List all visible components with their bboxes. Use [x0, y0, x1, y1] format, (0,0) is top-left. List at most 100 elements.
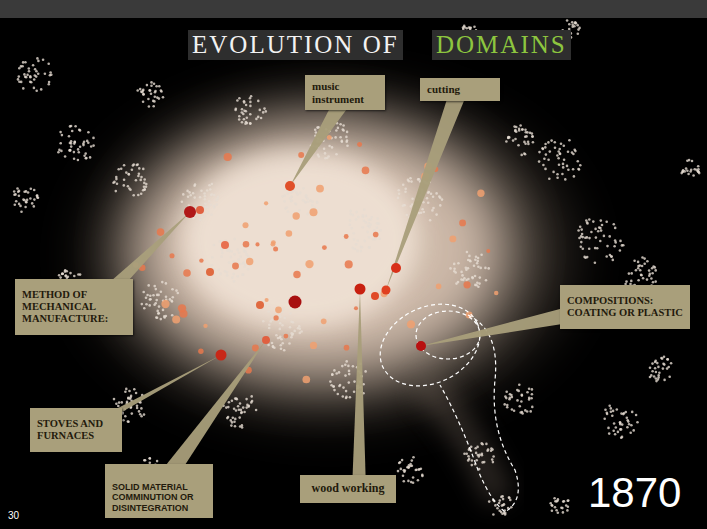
network-dot: [23, 73, 26, 76]
callout-text: wood working: [306, 482, 390, 496]
network-dot: [28, 67, 31, 70]
network-dot: [26, 199, 29, 202]
network-dot: [478, 282, 481, 285]
network-dot: [133, 163, 136, 166]
network-dot: [136, 164, 139, 167]
network-dot: [155, 299, 158, 302]
network-dot: [643, 257, 646, 260]
network-dot: [228, 250, 231, 253]
network-dot: [337, 393, 340, 396]
network-dot: [554, 506, 557, 509]
network-dot: [149, 298, 152, 301]
network-dot: [342, 129, 345, 132]
network-dot: [65, 274, 68, 277]
network-dot: [349, 213, 352, 216]
network-dot: [626, 417, 629, 420]
network-dot: [646, 260, 649, 263]
network-dot: [118, 401, 121, 404]
network-dot: [590, 231, 593, 234]
network-dot: [485, 443, 488, 446]
network-dot: [128, 390, 131, 393]
network-dot: [499, 499, 502, 502]
network-dot: [595, 236, 598, 239]
network-dot: [333, 369, 336, 372]
network-dot: [565, 504, 568, 507]
network-dot: [20, 210, 23, 213]
network-dot: [279, 336, 282, 339]
network-dot: [236, 398, 239, 401]
network-dot: [567, 169, 570, 172]
network-dot: [345, 390, 348, 393]
network-dot: [606, 412, 609, 415]
network-dot: [216, 203, 219, 206]
network-dot: [662, 367, 665, 370]
network-dot: [613, 245, 616, 248]
network-dot: [221, 248, 224, 251]
network-dot: [35, 70, 38, 73]
callout-text: cutting: [427, 83, 493, 96]
network-dot: [652, 281, 655, 284]
network-dot: [203, 192, 206, 195]
network-dot: [543, 158, 546, 161]
network-dot: [246, 117, 249, 120]
network-dot: [139, 88, 142, 91]
network-dot: [161, 281, 164, 284]
node-dots: [13, 19, 701, 516]
network-dot: [468, 255, 471, 258]
network-dot: [60, 150, 63, 153]
network-dot: [611, 414, 614, 417]
network-dot: [14, 193, 17, 196]
network-dot: [77, 273, 80, 276]
network-dot: [554, 141, 557, 144]
network-dot: [209, 188, 212, 191]
network-dot: [233, 280, 236, 283]
network-dot: [260, 117, 263, 120]
network-dot: [324, 152, 327, 155]
network-dot: [273, 315, 278, 320]
network-dot: [637, 265, 640, 268]
network-dot: [566, 499, 569, 502]
network-dot: [230, 256, 233, 259]
network-dot: [575, 22, 578, 25]
network-dot: [328, 145, 331, 148]
network-dot: [84, 152, 87, 155]
network-dot: [404, 191, 407, 194]
network-dot: [237, 405, 240, 408]
network-dot: [79, 129, 82, 132]
callout-box: SOLID MATERIAL COMMINUTION OR DISINTEGRA…: [105, 464, 213, 518]
network-dot: [640, 274, 643, 277]
network-dot: [379, 229, 382, 232]
network-dot: [178, 304, 186, 312]
network-dot: [531, 135, 534, 138]
network-dot: [291, 334, 294, 337]
network-dot: [397, 197, 400, 200]
network-dot: [316, 201, 319, 204]
network-dot: [344, 345, 350, 351]
network-dot: [519, 405, 522, 408]
network-dot: [479, 267, 482, 270]
network-dot: [479, 276, 482, 279]
network-dot: [315, 131, 318, 134]
network-dot: [145, 183, 148, 186]
network-dot: [228, 261, 231, 264]
network-dot: [231, 276, 234, 279]
network-dot: [305, 260, 313, 268]
network-dot: [412, 476, 415, 479]
network-dot: [327, 155, 330, 158]
network-dot: [453, 263, 456, 266]
network-dot: [633, 260, 636, 263]
network-dot: [331, 146, 334, 149]
network-dot: [241, 411, 244, 414]
network-dot: [298, 209, 301, 212]
network-dot: [373, 232, 379, 238]
network-dot: [219, 273, 222, 276]
network-dot: [265, 298, 269, 302]
network-dot: [61, 273, 64, 276]
network-dot: [233, 407, 236, 410]
network-dot: [203, 324, 207, 328]
network-dot: [199, 258, 203, 262]
network-dot: [36, 195, 39, 198]
network-dot: [127, 420, 130, 423]
network-dot: [580, 241, 583, 244]
network-dot: [304, 201, 307, 204]
